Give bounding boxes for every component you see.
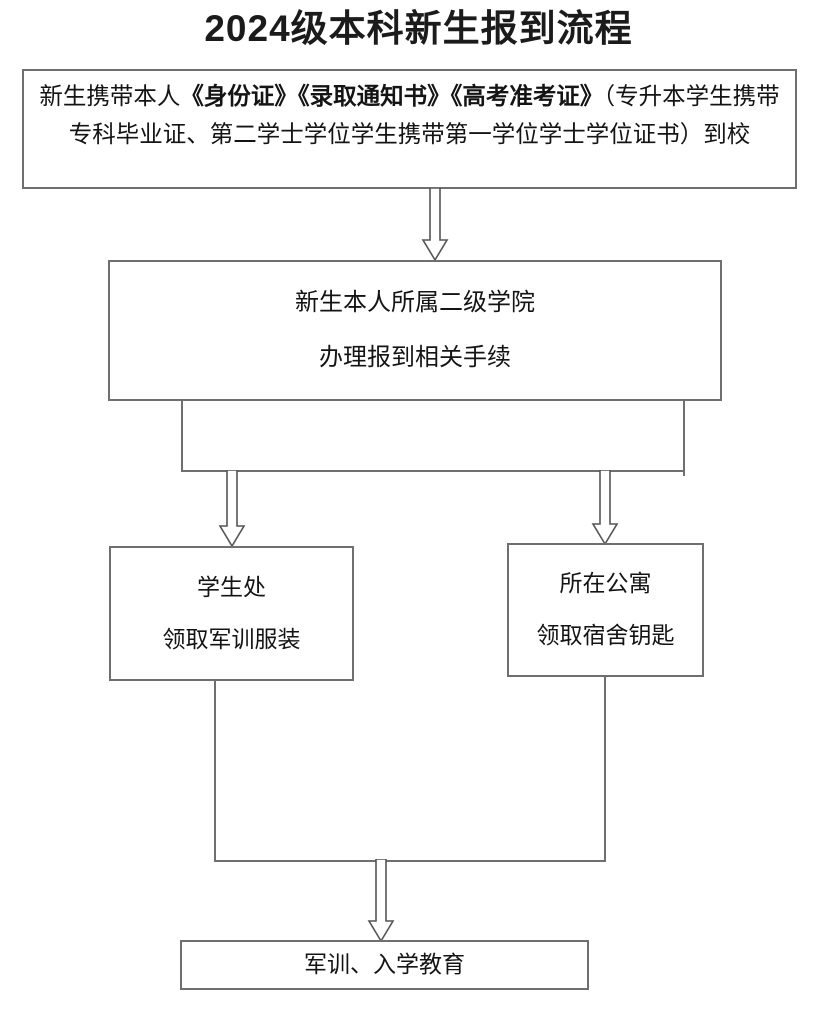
student-affairs-office-box: 学生处 领取军训服装	[109, 546, 354, 681]
arrow-college-to-student-affairs	[218, 470, 246, 548]
arrival-segment-2-bold: 《身份证》《录取通知书》《高考准考证》	[180, 83, 604, 109]
dormitory-line-2: 领取宿舍钥匙	[536, 622, 675, 648]
secondary-college-line-2: 办理报到相关手续	[319, 343, 511, 371]
arrival-documents-box: 新生携带本人《身份证》《录取通知书》《高考准考证》（专升本学生携带专科毕业证、第…	[22, 69, 797, 189]
dormitory-box: 所在公寓 领取宿舍钥匙	[507, 543, 704, 677]
arrow-to-military-training	[367, 859, 395, 943]
arrival-documents-text: 新生携带本人《身份证》《录取通知书》《高考准考证》（专升本学生携带专科毕业证、第…	[32, 77, 787, 153]
arrow-arrival-to-college	[421, 188, 449, 262]
military-training-line-1: 军训、入学教育	[304, 951, 465, 978]
merge-bracket-crossbar	[214, 860, 606, 862]
arrow-college-to-dormitory	[591, 470, 619, 546]
page-title: 2024级本科新生报到流程	[204, 8, 633, 49]
merge-bracket-left-stem	[214, 681, 216, 861]
student-affairs-line-2: 领取军训服装	[162, 625, 301, 652]
student-affairs-line-1: 学生处	[197, 573, 266, 600]
secondary-college-box: 新生本人所属二级学院 办理报到相关手续	[108, 260, 722, 401]
arrival-segment-1: 新生携带本人	[39, 83, 181, 109]
dormitory-line-1: 所在公寓	[559, 570, 652, 597]
split-bracket-right-stem	[683, 400, 685, 476]
merge-bracket-right-stem	[604, 677, 606, 861]
split-bracket-left-stem	[181, 400, 183, 472]
military-training-box: 军训、入学教育	[180, 940, 589, 990]
arrival-segment-3: （专升本学生携带专科毕业证、第二学士学位学生携带第一学位学士学位证书）到校	[68, 83, 780, 148]
secondary-college-line-1: 新生本人所属二级学院	[295, 288, 535, 316]
